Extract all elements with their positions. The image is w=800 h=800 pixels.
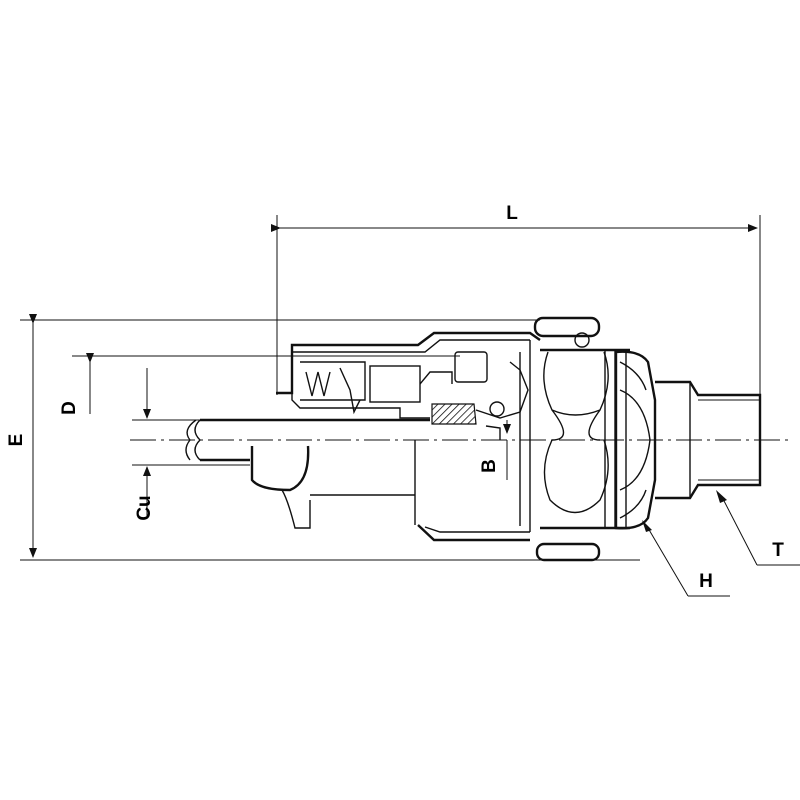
label-b: B [479, 459, 500, 473]
seal [431, 403, 477, 425]
dimension-e: E [6, 314, 640, 561]
dimension-b: B [479, 420, 511, 480]
plug-tube [185, 418, 430, 529]
label-t: T [772, 540, 784, 561]
label-l: L [506, 203, 518, 224]
threaded-end [655, 380, 762, 500]
spring [305, 371, 331, 397]
leader-h: H [642, 520, 730, 597]
label-cu: Cu [134, 495, 155, 520]
coupler-body [185, 316, 762, 562]
dimension-l: L [271, 203, 761, 400]
dimension-cu: Cu [132, 368, 430, 521]
hex-nut [614, 350, 657, 530]
retaining-ring-bottom [535, 542, 601, 562]
leader-t: T [716, 490, 800, 566]
label-d: D [59, 401, 80, 415]
label-e: E [6, 434, 27, 447]
ball-detent [489, 401, 505, 417]
label-h: H [699, 571, 713, 592]
dimension-d: D [59, 353, 460, 415]
retaining-ring-top [533, 316, 601, 338]
